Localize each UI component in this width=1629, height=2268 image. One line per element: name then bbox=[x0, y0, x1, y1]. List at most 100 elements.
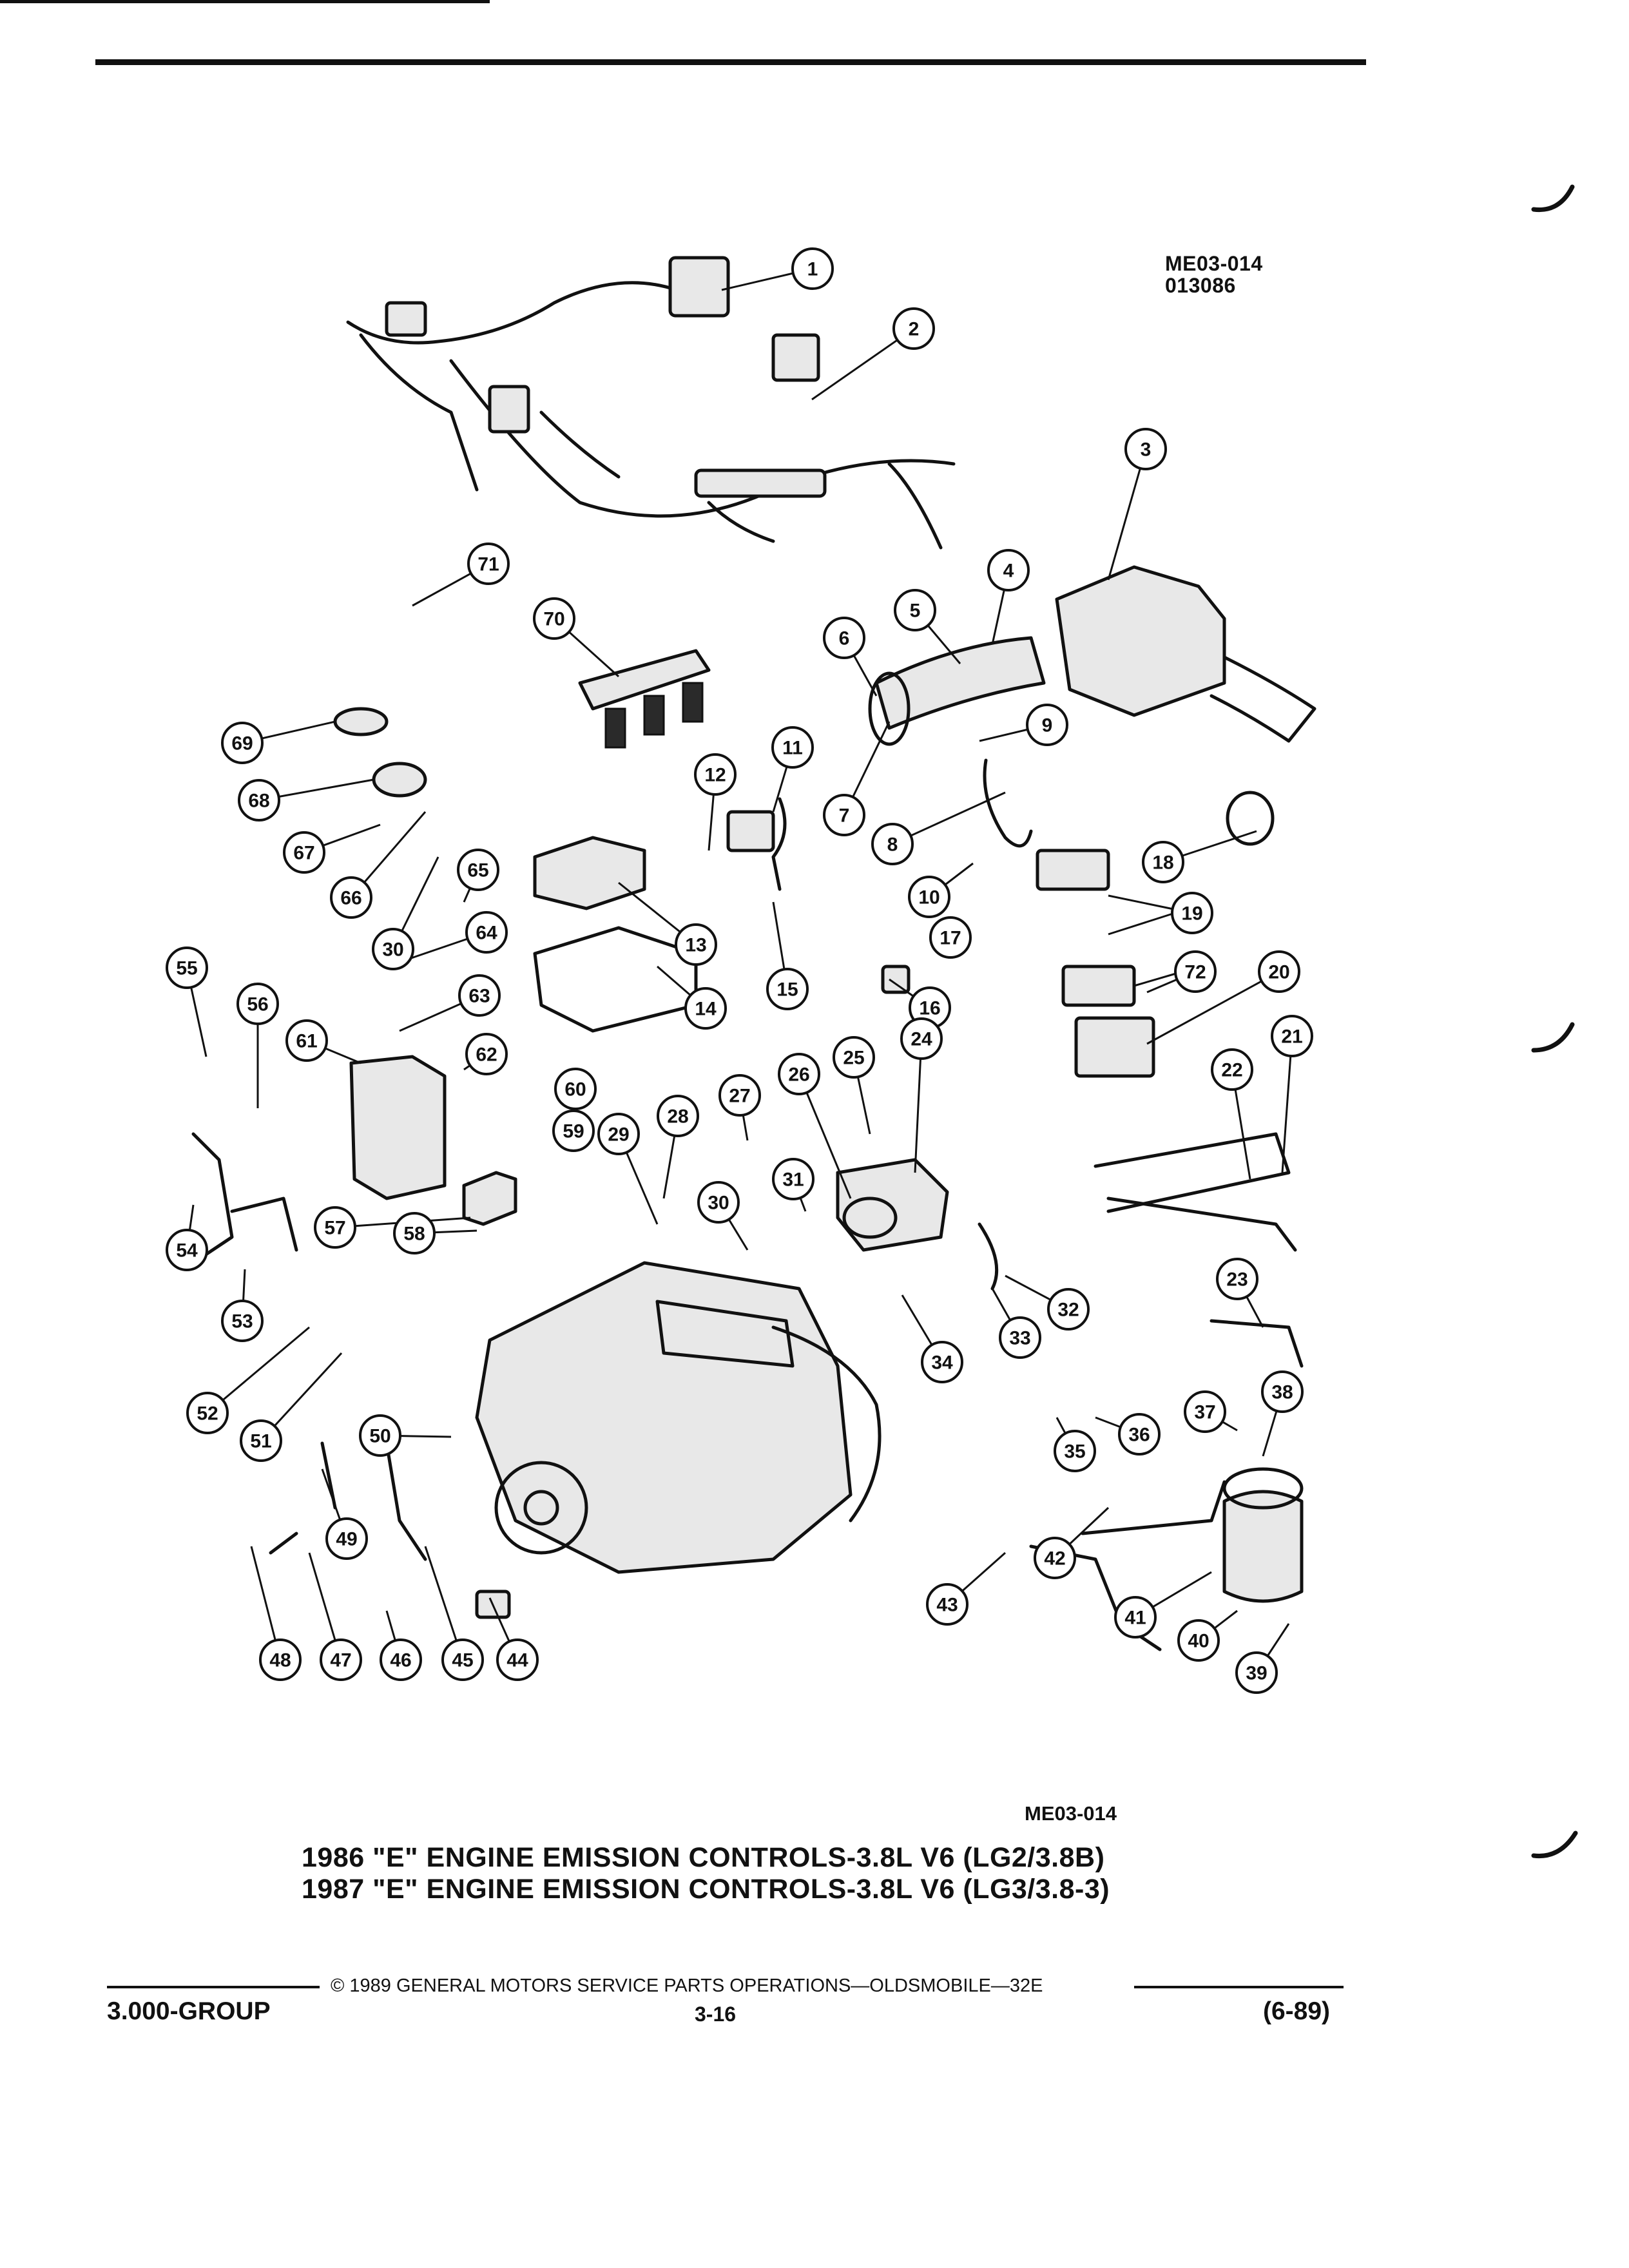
callout-label: 28 bbox=[667, 1106, 688, 1128]
callout-48: 48 bbox=[259, 1639, 302, 1681]
figure-drawing-code: ME03-014 bbox=[1025, 1802, 1117, 1825]
callout-51: 51 bbox=[240, 1419, 282, 1462]
callout-label: 11 bbox=[782, 738, 803, 759]
callout-67: 67 bbox=[283, 831, 325, 874]
fuel-injector-rail bbox=[578, 649, 711, 749]
callout-label: 68 bbox=[248, 791, 269, 812]
callout-label: 26 bbox=[788, 1064, 809, 1086]
callout-22: 22 bbox=[1211, 1048, 1253, 1091]
callout-31: 31 bbox=[772, 1158, 815, 1200]
callout-label: 24 bbox=[911, 1029, 932, 1050]
callout-label: 69 bbox=[231, 733, 253, 754]
callout-45: 45 bbox=[441, 1639, 484, 1681]
throttle-body bbox=[836, 1158, 949, 1252]
callout-label: 31 bbox=[782, 1169, 804, 1191]
callout-label: 14 bbox=[695, 999, 717, 1020]
callout-12: 12 bbox=[694, 753, 737, 796]
figure-title-line-1: 1986 "E" ENGINE EMISSION CONTROLS-3.8L V… bbox=[302, 1842, 1105, 1873]
callout-label: 59 bbox=[563, 1121, 584, 1142]
callout-72: 72 bbox=[1174, 950, 1217, 993]
margin-mark bbox=[1531, 1831, 1578, 1859]
callout-label: 42 bbox=[1044, 1548, 1065, 1570]
callout-label: 15 bbox=[776, 979, 798, 1001]
callout-28: 28 bbox=[657, 1095, 699, 1137]
callout-label: 41 bbox=[1124, 1608, 1146, 1629]
callout-7: 7 bbox=[823, 794, 865, 836]
callout-37: 37 bbox=[1184, 1390, 1226, 1433]
callout-13: 13 bbox=[675, 923, 717, 966]
callout-41: 41 bbox=[1114, 1596, 1157, 1639]
callout-label: 7 bbox=[839, 805, 850, 827]
callout-5: 5 bbox=[894, 589, 936, 631]
callout-label: 3 bbox=[1141, 439, 1152, 461]
callout-label: 4 bbox=[1003, 561, 1014, 582]
callout-70: 70 bbox=[533, 597, 575, 640]
callout-56: 56 bbox=[236, 983, 279, 1025]
callout-label: 66 bbox=[340, 888, 361, 909]
drawing-code: ME03-014 bbox=[1165, 252, 1263, 275]
callout-markers: 1234567891011121314151617181920212223242… bbox=[166, 247, 1313, 1694]
vacuum-lines bbox=[1029, 1132, 1304, 1651]
callout-label: 25 bbox=[843, 1048, 864, 1069]
callout-label: 54 bbox=[176, 1240, 198, 1262]
callout-46: 46 bbox=[380, 1639, 422, 1681]
callout-54: 54 bbox=[166, 1229, 208, 1271]
callout-71: 71 bbox=[467, 543, 510, 585]
callout-10: 10 bbox=[908, 876, 950, 918]
callout-14: 14 bbox=[684, 987, 727, 1030]
callout-label: 43 bbox=[936, 1595, 958, 1616]
footer-rule-left bbox=[107, 1986, 320, 1988]
drawing-date: 013086 bbox=[1165, 274, 1236, 297]
callout-19: 19 bbox=[1171, 892, 1213, 934]
callout-label: 39 bbox=[1246, 1663, 1267, 1684]
callout-label: 72 bbox=[1184, 962, 1206, 983]
callout-61: 61 bbox=[285, 1019, 328, 1062]
callout-label: 35 bbox=[1064, 1441, 1085, 1463]
callout-label: 60 bbox=[564, 1079, 586, 1100]
small-parts bbox=[191, 707, 1275, 1619]
callout-label: 17 bbox=[940, 928, 961, 949]
callout-label: 61 bbox=[296, 1031, 317, 1052]
callout-53: 53 bbox=[221, 1300, 264, 1342]
callout-label: 51 bbox=[250, 1431, 271, 1452]
callout-38: 38 bbox=[1261, 1370, 1304, 1413]
callout-47: 47 bbox=[320, 1639, 362, 1681]
callout-69: 69 bbox=[221, 722, 264, 764]
callout-32: 32 bbox=[1047, 1288, 1090, 1331]
callout-62: 62 bbox=[465, 1033, 508, 1075]
callout-label: 20 bbox=[1268, 962, 1289, 983]
callout-label: 16 bbox=[919, 998, 940, 1019]
callout-label: 30 bbox=[382, 939, 403, 961]
callout-11: 11 bbox=[771, 726, 814, 769]
ignition-coil-module bbox=[533, 836, 698, 1033]
callout-27: 27 bbox=[718, 1074, 761, 1117]
callout-26: 26 bbox=[778, 1053, 820, 1095]
callout-label: 56 bbox=[247, 994, 268, 1015]
callout-39: 39 bbox=[1235, 1651, 1278, 1694]
air-cleaner-assembly bbox=[868, 565, 1316, 746]
callout-label: 58 bbox=[403, 1224, 425, 1245]
margin-mark bbox=[1531, 184, 1575, 213]
callout-label: 45 bbox=[452, 1650, 473, 1671]
callout-64: 64 bbox=[465, 911, 508, 954]
engine-block bbox=[475, 1261, 882, 1574]
callout-label: 34 bbox=[931, 1352, 953, 1374]
callout-1: 1 bbox=[791, 247, 834, 290]
callout-label: 30 bbox=[708, 1193, 729, 1214]
callout-label: 67 bbox=[293, 843, 314, 864]
callout-label: 29 bbox=[608, 1124, 629, 1146]
callout-58: 58 bbox=[393, 1212, 436, 1254]
callout-label: 1 bbox=[807, 259, 818, 280]
callout-label: 52 bbox=[197, 1403, 218, 1425]
callout-label: 47 bbox=[330, 1650, 351, 1671]
callout-label: 9 bbox=[1042, 715, 1053, 736]
callout-52: 52 bbox=[186, 1392, 229, 1434]
wiring-harness bbox=[346, 256, 956, 550]
callout-42: 42 bbox=[1034, 1537, 1076, 1579]
callout-65: 65 bbox=[457, 849, 499, 891]
header-rule bbox=[95, 59, 1366, 65]
callout-17: 17 bbox=[929, 916, 972, 959]
callout-40: 40 bbox=[1177, 1619, 1220, 1662]
footer-revision: (6-89) bbox=[1263, 1997, 1331, 2025]
callout-label: 53 bbox=[231, 1311, 253, 1332]
